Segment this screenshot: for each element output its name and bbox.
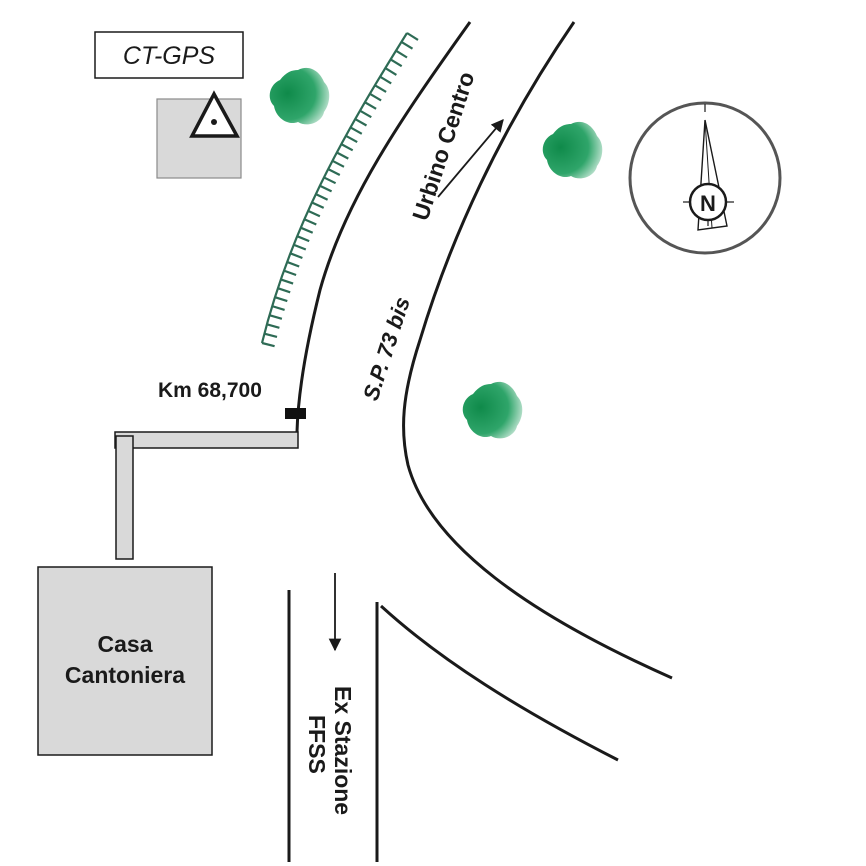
embankment-tick (271, 305, 285, 311)
station-label: CT-GPS (123, 42, 215, 70)
embankment-hachure-icon (260, 32, 419, 348)
building-label-line1: Casa (98, 631, 153, 657)
compass-needle (697, 119, 728, 231)
building-casa-cantoniera: Casa Cantoniera (37, 566, 213, 756)
embankment-tick (296, 235, 310, 243)
km-marker-post (285, 408, 306, 419)
embankment-tick (307, 209, 321, 218)
access-path-vertical (115, 435, 134, 560)
embankment-tick (384, 67, 397, 76)
trees (269, 67, 603, 439)
embankment-tick (359, 109, 372, 119)
embankment-tick (264, 332, 278, 338)
embankment-tick (311, 201, 325, 209)
embankment-tick (266, 323, 280, 329)
embankment-tick (374, 84, 387, 93)
triangle-benchmark-icon (189, 90, 240, 138)
embankment-tick (319, 184, 333, 193)
station-pad (156, 98, 242, 179)
embankment-tick (269, 314, 283, 320)
embankment-tick (379, 75, 392, 85)
embankment-tick (300, 226, 314, 234)
embankment-tick (349, 126, 363, 135)
tree-icon (542, 121, 603, 179)
access-path-horizontal (114, 431, 299, 449)
building-label-line2: Cantoniera (65, 662, 185, 688)
branch-edge-diagonal (379, 604, 619, 762)
arrow-north-icon (437, 119, 504, 198)
embankment-tick (390, 58, 403, 68)
km-marker-label: Km 68,700 (158, 379, 262, 402)
embankment-tick (395, 49, 408, 59)
embankment-tick (369, 92, 382, 102)
embankment-tick (274, 296, 288, 303)
station-label-box (94, 31, 244, 79)
embankment-tick (327, 168, 341, 176)
access-path (114, 431, 299, 560)
embankment-tick (277, 287, 291, 294)
embankment-tick (354, 118, 368, 127)
tree-icon (462, 381, 523, 439)
embankment-tick (261, 341, 275, 348)
embankment-tick (293, 243, 307, 251)
road-sp73bis (295, 21, 673, 680)
road-edge-west (295, 21, 472, 433)
compass-rose-icon: N (628, 101, 782, 255)
direction-label-ffss: FFSS (304, 715, 330, 774)
building-outline (37, 566, 213, 756)
embankment-tick (345, 134, 358, 144)
tree-icon (269, 67, 330, 125)
embankment-tick (331, 159, 345, 168)
embankment-tick (340, 143, 354, 152)
embankment-tick (289, 252, 303, 260)
direction-label-ex-stazione: Ex Stazione (330, 686, 356, 815)
embankment-tick (315, 193, 329, 201)
embankment-tick (303, 218, 317, 226)
embankment-tick (336, 151, 349, 160)
embankment-tick (283, 269, 297, 277)
road-edge-east (402, 21, 673, 680)
embankment-tick (323, 176, 337, 185)
embankment-tick (280, 278, 294, 285)
compass-letter: N (700, 191, 716, 216)
embankment-tick (364, 101, 377, 110)
embankment-tick (406, 32, 419, 41)
compass-ring (628, 101, 782, 255)
road-side-branch (287, 590, 619, 862)
direction-label-urbino: Urbino Centro (407, 68, 480, 223)
embankment-tick (286, 260, 300, 268)
station-ct-gps: CT-GPS (94, 31, 244, 179)
embankment-tick (400, 40, 414, 50)
